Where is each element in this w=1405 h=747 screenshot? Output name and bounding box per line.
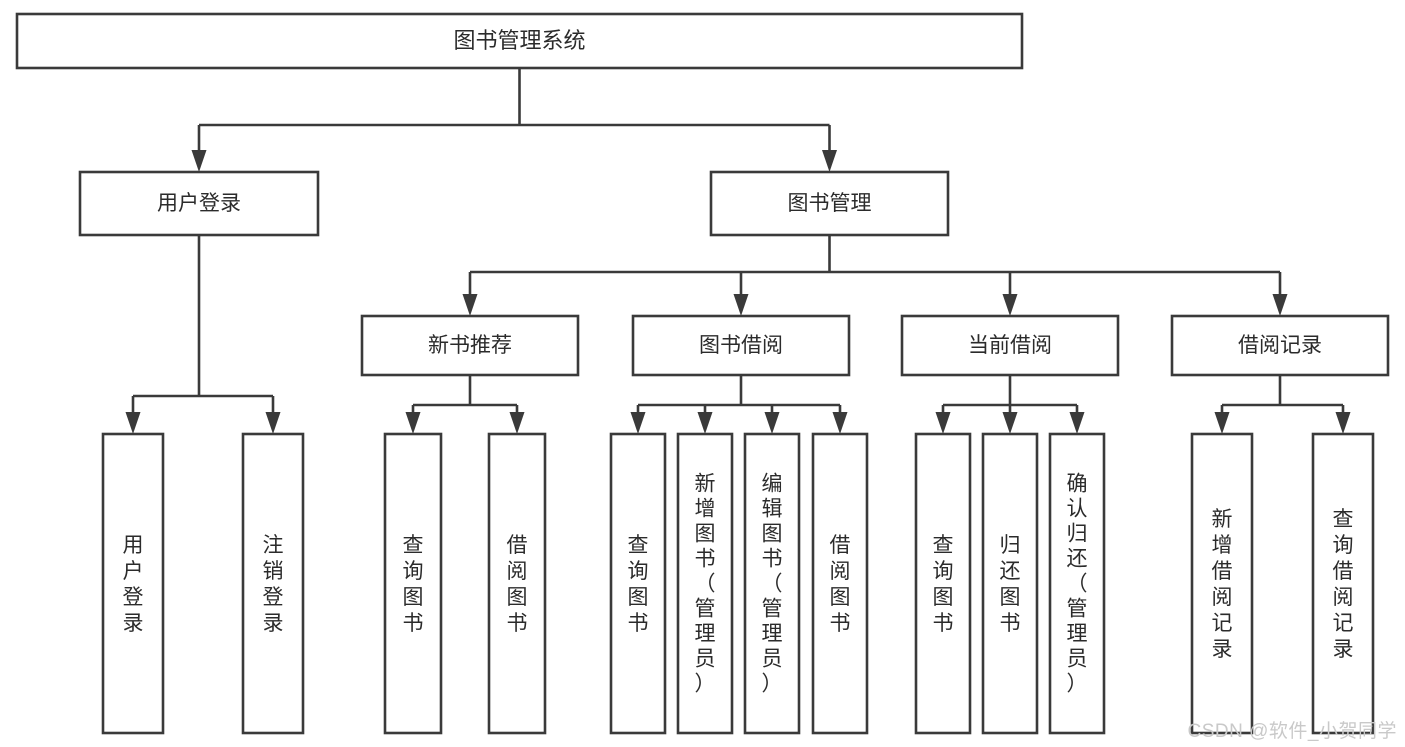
node-box [1048,432,1106,735]
node-label: 图书管理系统 [453,28,585,53]
node-label: 编辑图书（管理员） [762,473,783,696]
watermark-label: CSDN @软件_小贺同学 [1187,721,1397,742]
arrowhead-icon [1002,294,1018,316]
node-label: 用户登录 [157,192,241,215]
node-label: 确认归还（管理员） [1067,473,1088,696]
arrowhead-icon [935,412,951,434]
arrowhead-icon [1002,412,1018,434]
arrowhead-icon [822,150,837,172]
node-leaf-query-book-cb[interactable]: 查询图书 [914,432,972,735]
connector-userlogin-to-leaves [125,235,281,434]
node-box [241,432,305,735]
node-box [743,432,801,735]
arrowhead-icon [697,412,713,434]
node-box [487,432,547,735]
node-box [709,170,950,237]
node-box [383,432,443,735]
connector-bookmanage-to-level3 [462,235,1288,316]
node-box [981,432,1039,735]
edge-layer [125,68,1351,434]
arrowhead-icon [462,294,478,316]
node-box [914,432,972,735]
node-label: 新增借阅记录 [1212,508,1233,661]
arrowhead-icon [630,412,646,434]
node-leaf-user-login[interactable]: 用户登录 [101,432,165,735]
node-book-borrow[interactable]: 图书借阅 [631,314,851,377]
connector-borrowrecord-to-leaves [1214,375,1351,434]
node-label: 新书推荐 [428,334,512,357]
node-label: 借阅记录 [1238,334,1322,357]
node-label: 注销登录 [263,534,284,635]
node-box [101,432,165,735]
node-label: 新增图书（管理员） [695,473,716,696]
node-box [609,432,667,735]
node-current-borrow[interactable]: 当前借阅 [900,314,1120,377]
node-label: 用户登录 [123,534,144,635]
connector-root-to-level2 [191,68,837,172]
node-leaf-borrow-book-nb[interactable]: 借阅图书 [487,432,547,735]
arrowhead-icon [1272,294,1288,316]
node-box [15,12,1024,70]
node-box [676,432,734,735]
node-box [1190,432,1254,735]
arrowhead-icon [191,150,207,172]
node-leaf-return-book[interactable]: 归还图书 [981,432,1039,735]
node-label: 查询图书 [628,534,649,635]
node-leaf-query-record[interactable]: 查询借阅记录 [1311,432,1375,735]
node-box [1170,314,1390,377]
node-label: 当前借阅 [968,334,1052,357]
arrowhead-icon [405,412,421,434]
node-label: 查询图书 [403,534,424,635]
node-label: 查询图书 [933,534,954,635]
arrowhead-icon [1335,412,1351,434]
node-box [1311,432,1375,735]
node-box [631,314,851,377]
arrowhead-icon [764,412,780,434]
connector-bookborrow-to-leaves [630,375,848,434]
node-label: 查询借阅记录 [1333,508,1354,661]
node-leaf-query-book-nb[interactable]: 查询图书 [383,432,443,735]
node-user-login[interactable]: 用户登录 [78,170,320,237]
arrowhead-icon [832,412,848,434]
node-leaf-add-record[interactable]: 新增借阅记录 [1190,432,1254,735]
node-leaf-confirm-return[interactable]: 确认归还（管理员） [1048,432,1106,735]
arrowhead-icon [1214,412,1230,434]
node-box [360,314,580,377]
node-borrow-record[interactable]: 借阅记录 [1170,314,1390,377]
node-label: 借阅图书 [507,534,528,635]
node-box [78,170,320,237]
node-label: 借阅图书 [830,534,851,635]
arrowhead-icon [509,412,525,434]
node-new-book-recommend[interactable]: 新书推荐 [360,314,580,377]
node-label: 归还图书 [1000,534,1021,635]
connector-newbook-to-leaves [405,375,525,434]
node-label: 图书管理 [788,192,872,215]
node-label: 图书借阅 [699,334,783,357]
node-leaf-borrow-book-bb[interactable]: 借阅图书 [811,432,869,735]
node-leaf-add-book[interactable]: 新增图书（管理员） [676,432,734,735]
node-book-manage[interactable]: 图书管理 [709,170,950,237]
connector-currentborrow-to-leaves [935,375,1085,434]
arrowhead-icon [125,412,141,434]
node-box [811,432,869,735]
arrowhead-icon [733,294,749,316]
node-leaf-edit-book[interactable]: 编辑图书（管理员） [743,432,801,735]
arrowhead-icon [1069,412,1085,434]
node-root[interactable]: 图书管理系统 [15,12,1024,70]
node-leaf-logout[interactable]: 注销登录 [241,432,305,735]
arrowhead-icon [265,412,281,434]
node-leaf-query-book-bb[interactable]: 查询图书 [609,432,667,735]
node-box [900,314,1120,377]
